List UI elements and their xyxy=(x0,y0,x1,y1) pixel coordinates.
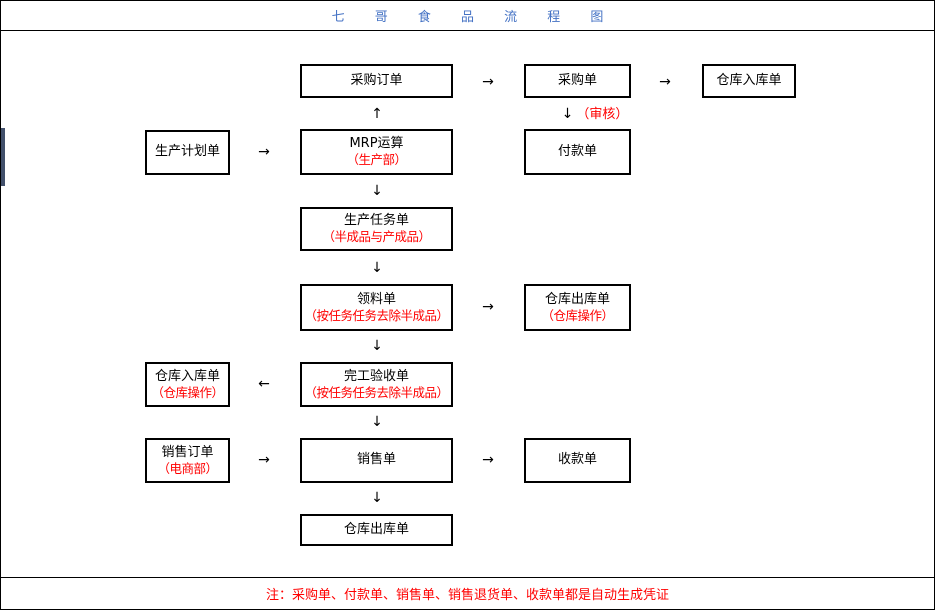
box-sublabel: （按任务任务去除半成品） xyxy=(304,384,449,400)
arrow-sales-to-receipt: → xyxy=(482,453,494,467)
arrow-glyph-icon: → xyxy=(258,452,270,468)
arrow-salesorder-to-sales: → xyxy=(258,453,270,467)
box-label: 仓库出库单 xyxy=(343,521,409,537)
arrow-plan-to-mrp: → xyxy=(258,145,270,159)
arrow-task-to-requisition: ↓ xyxy=(371,261,383,275)
arrow-glyph-icon: → xyxy=(482,74,494,90)
flow-box-receipt: 收款单 xyxy=(524,438,631,483)
arrow-glyph-icon: ↓ xyxy=(371,490,383,506)
arrow-label: （审核） xyxy=(576,106,629,122)
arrow-glyph-icon: ↓ xyxy=(371,414,383,430)
flow-box-sales: 销售单 xyxy=(300,438,453,483)
arrow-inspection-to-warehousein: ← xyxy=(258,377,270,391)
box-label: 完工验收单 xyxy=(343,368,409,384)
arrow-glyph-icon: ↓ xyxy=(371,260,383,276)
arrow-glyph-icon: → xyxy=(258,144,270,160)
flow-box-material-requisition: 领料单（按任务任务去除半成品） xyxy=(300,284,453,331)
box-sublabel: （半成品与产成品） xyxy=(322,229,431,245)
flow-box-payment: 付款单 xyxy=(524,129,631,175)
arrow-mrp-to-task: ↓ xyxy=(371,184,383,198)
page-title: 七 哥 食 品 流 程 图 xyxy=(331,10,617,25)
box-label: 生产任务单 xyxy=(343,213,409,229)
flow-box-production-plan: 生产计划单 xyxy=(145,130,230,175)
box-label: 仓库入库单 xyxy=(716,72,782,88)
arrow-glyph-icon: ↓ xyxy=(371,338,383,354)
arrow-purchase-to-payment-audit: ↓（审核） xyxy=(562,107,629,121)
box-sublabel: （生产部） xyxy=(346,152,407,168)
box-label: 收款单 xyxy=(557,452,597,468)
box-label: 领料单 xyxy=(356,291,396,307)
flow-box-warehouse-in-top: 仓库入库单 xyxy=(702,64,796,98)
flow-box-sales-order: 销售订单（电商部） xyxy=(145,438,230,483)
box-label: 销售订单 xyxy=(161,444,214,460)
box-label: 仓库入库单 xyxy=(154,368,220,384)
box-sublabel: （按任务任务去除半成品） xyxy=(304,307,449,323)
box-sublabel: （仓库操作） xyxy=(541,307,614,323)
arrow-glyph-icon: → xyxy=(482,452,494,468)
flow-box-completion-inspection: 完工验收单（按任务任务去除半成品） xyxy=(300,362,453,407)
box-label: MRP运算 xyxy=(349,136,404,152)
box-label: 仓库出库单 xyxy=(544,291,610,307)
arrow-glyph-icon: ↓ xyxy=(561,106,574,122)
note-bar: 注：采购单、付款单、销售单、销售退货单、收款单都是自动生成凭证 xyxy=(1,577,934,609)
flow-box-mrp: MRP运算（生产部） xyxy=(300,129,453,175)
box-label: 销售单 xyxy=(356,452,396,468)
box-label: 付款单 xyxy=(557,143,597,159)
flow-box-purchase: 采购单 xyxy=(524,64,631,98)
arrow-glyph-icon: ↓ xyxy=(371,183,383,199)
box-sublabel: （仓库操作） xyxy=(151,384,224,400)
flow-box-warehouse-in-mid: 仓库入库单（仓库操作） xyxy=(145,362,230,407)
arrow-glyph-icon: ← xyxy=(258,376,270,392)
flow-box-warehouse-out-bottom: 仓库出库单 xyxy=(300,514,453,546)
flow-box-production-task: 生产任务单（半成品与产成品） xyxy=(300,207,453,251)
arrow-purchaseorder-to-purchase: → xyxy=(482,75,494,89)
arrow-glyph-icon: ↑ xyxy=(371,106,383,122)
arrow-inspection-to-sales: ↓ xyxy=(371,415,383,429)
arrow-up-to-purchaseorder: ↑ xyxy=(371,107,383,121)
arrow-requisition-to-inspection: ↓ xyxy=(371,339,383,353)
left-edge-bar xyxy=(1,128,5,186)
box-label: 采购订单 xyxy=(350,72,403,88)
box-sublabel: （电商部） xyxy=(157,460,218,476)
arrow-sales-to-warehouseout: ↓ xyxy=(371,491,383,505)
arrow-purchase-to-warehousein: → xyxy=(659,75,671,89)
box-label: 生产计划单 xyxy=(154,144,220,160)
box-label: 采购单 xyxy=(557,72,597,88)
arrow-glyph-icon: → xyxy=(482,299,494,315)
flow-box-purchase-order: 采购订单 xyxy=(300,64,453,98)
title-bar: 七 哥 食 品 流 程 图 xyxy=(1,1,934,31)
flow-box-warehouse-out-mid: 仓库出库单（仓库操作） xyxy=(524,284,631,331)
arrow-glyph-icon: → xyxy=(659,74,671,90)
arrow-requisition-to-warehouseout: → xyxy=(482,300,494,314)
footnote: 注：采购单、付款单、销售单、销售退货单、收款单都是自动生成凭证 xyxy=(265,588,669,603)
